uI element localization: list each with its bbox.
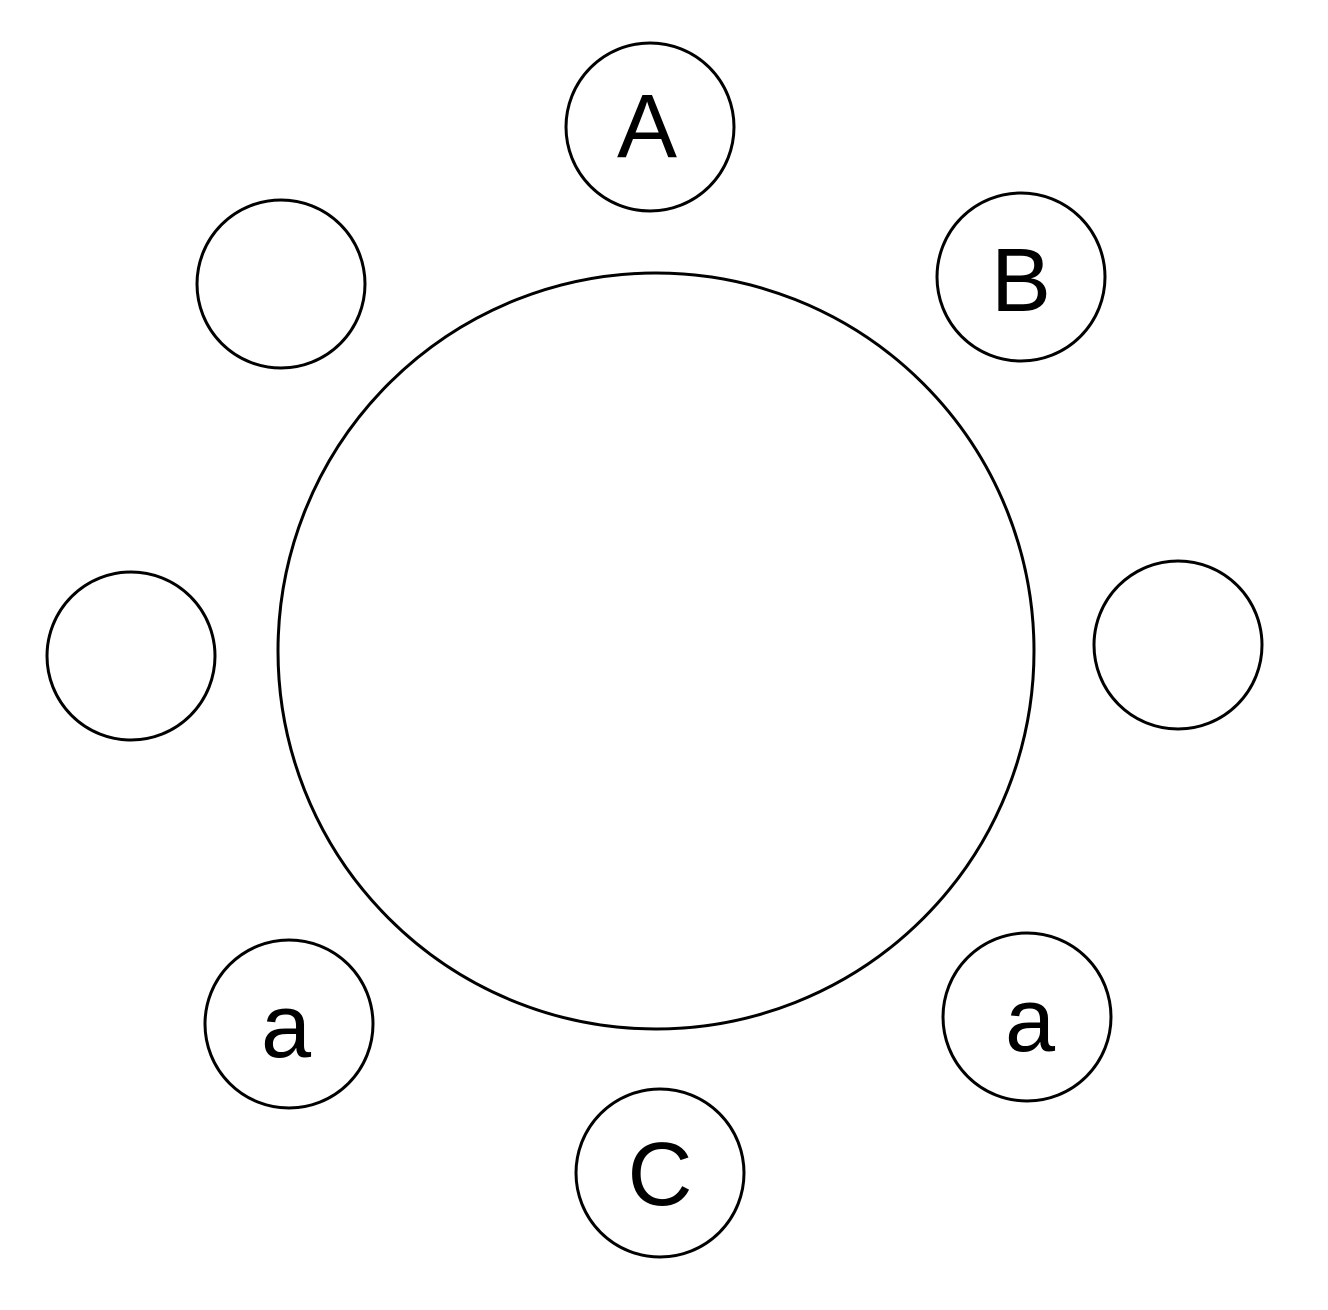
seat-circle	[574, 1087, 746, 1259]
seat-circle	[203, 938, 375, 1110]
seat-bottom-right: a	[941, 931, 1113, 1103]
table-circle	[276, 271, 1036, 1031]
seat-right	[1092, 559, 1264, 731]
seat-circle	[45, 570, 217, 742]
seat-bottom-left: a	[203, 938, 375, 1110]
seat-top: A	[564, 41, 736, 213]
seat-label: B	[991, 231, 1051, 331]
seat-circle	[935, 191, 1107, 363]
seat-left	[45, 570, 217, 742]
seat-label: a	[261, 977, 312, 1077]
seat-bottom: C	[574, 1087, 746, 1259]
seat-circle	[941, 931, 1113, 1103]
seat-label: A	[617, 77, 677, 177]
seat-top-left	[195, 198, 367, 370]
seat-top-right: B	[935, 191, 1107, 363]
seat-label: C	[628, 1125, 693, 1225]
seat-label: a	[1005, 971, 1056, 1071]
seat-circle	[564, 41, 736, 213]
seat-circle	[195, 198, 367, 370]
seat-circle	[1092, 559, 1264, 731]
